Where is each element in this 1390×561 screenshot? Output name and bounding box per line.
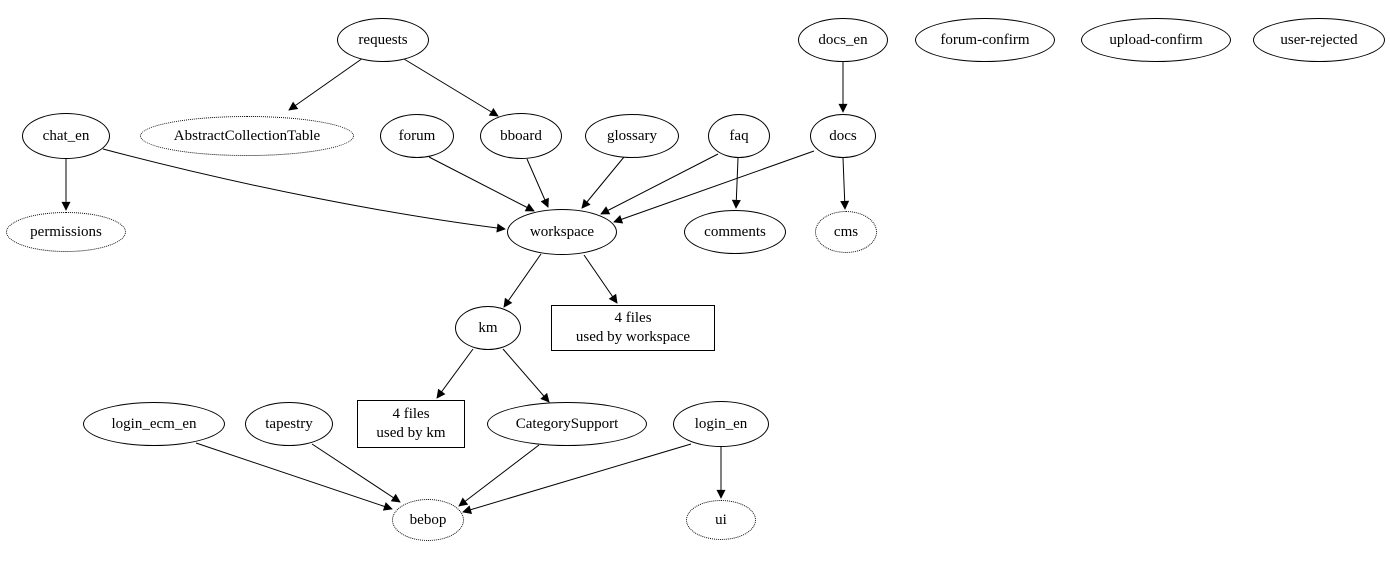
node-label: permissions (30, 223, 102, 240)
edge-faq-workspace (600, 153, 719, 215)
edge-docs-workspace (613, 150, 815, 224)
node-label: forum-confirm (940, 31, 1030, 48)
node-label: comments (704, 223, 766, 240)
node-label: upload-confirm (1109, 31, 1203, 48)
node-label: CategorySupport (515, 415, 619, 432)
node-categorysupport: CategorySupport (487, 402, 647, 446)
node-forum: forum (380, 114, 454, 158)
node-permissions: permissions (6, 212, 126, 252)
node-bebop: bebop (392, 499, 464, 541)
node-user-rejected: user-rejected (1253, 18, 1385, 62)
node-label: bboard (500, 127, 542, 144)
edge-login_en-bebop (462, 443, 692, 514)
node-upload-confirm: upload-confirm (1081, 18, 1231, 62)
node-label: docs (829, 127, 857, 144)
node-tapestry: tapestry (245, 402, 333, 446)
node-label: bebop (409, 511, 447, 528)
node-files-used-by-workspace: 4 files used by workspace (551, 305, 715, 351)
node-faq: faq (708, 114, 770, 158)
node-km: km (455, 306, 521, 350)
edge-requests-bboard (403, 58, 499, 117)
node-label: tapestry (265, 415, 313, 432)
node-label: km (478, 319, 498, 336)
node-docs-en: docs_en (798, 18, 888, 62)
edge-categorysupport-bebop (458, 444, 540, 507)
node-label: user-rejected (1280, 31, 1358, 48)
box-line-1: 4 files (392, 406, 430, 423)
box-line-1: 4 files (614, 310, 652, 327)
edge-docs-cms (840, 157, 850, 210)
node-comments: comments (684, 210, 786, 254)
node-label: workspace (529, 223, 595, 240)
node-bboard: bboard (480, 113, 562, 159)
edge-requests-abstractcollectiontable (288, 57, 364, 111)
edge-bboard-workspace (526, 158, 549, 208)
node-files-used-by-km: 4 files used by km (357, 400, 465, 448)
node-label: login_ecm_en (111, 415, 197, 432)
box-line-2: used by workspace (575, 329, 691, 345)
node-abstractcollectiontable: AbstractCollectionTable (140, 116, 354, 156)
node-cms: cms (815, 211, 877, 253)
edge-km-categorysupport (502, 348, 550, 403)
node-label: forum (398, 127, 436, 144)
edge-chat_en-workspace (102, 148, 506, 233)
box-line-2: used by km (376, 425, 446, 441)
node-login-en: login_en (673, 401, 769, 447)
edge-login_ecm_en-bebop (195, 442, 393, 511)
edge-workspace-workspacefilesbox (583, 254, 618, 304)
edge-glossary-workspace (581, 156, 625, 209)
node-chat-en: chat_en (22, 113, 110, 159)
edge-km-kmfilesbox (436, 348, 474, 399)
edge-forum-workspace (428, 156, 535, 212)
node-login-ecm-en: login_ecm_en (83, 402, 225, 446)
node-forum-confirm: forum-confirm (915, 18, 1055, 62)
edge-faq-comments (731, 157, 741, 209)
node-glossary: glossary (585, 114, 679, 158)
edge-workspace-km (503, 253, 542, 308)
node-docs: docs (810, 114, 876, 158)
node-ui: ui (686, 500, 756, 540)
node-label: docs_en (818, 31, 868, 48)
node-requests: requests (337, 18, 429, 62)
node-label: glossary (607, 127, 657, 144)
node-label: cms (833, 223, 859, 240)
node-label: faq (729, 127, 749, 144)
edge-tapestry-bebop (311, 443, 401, 503)
node-workspace: workspace (507, 209, 617, 255)
node-label: chat_en (42, 127, 90, 144)
node-label: login_en (694, 415, 748, 432)
node-label: requests (358, 31, 408, 48)
node-label: AbstractCollectionTable (173, 127, 321, 144)
node-label: ui (715, 511, 727, 528)
